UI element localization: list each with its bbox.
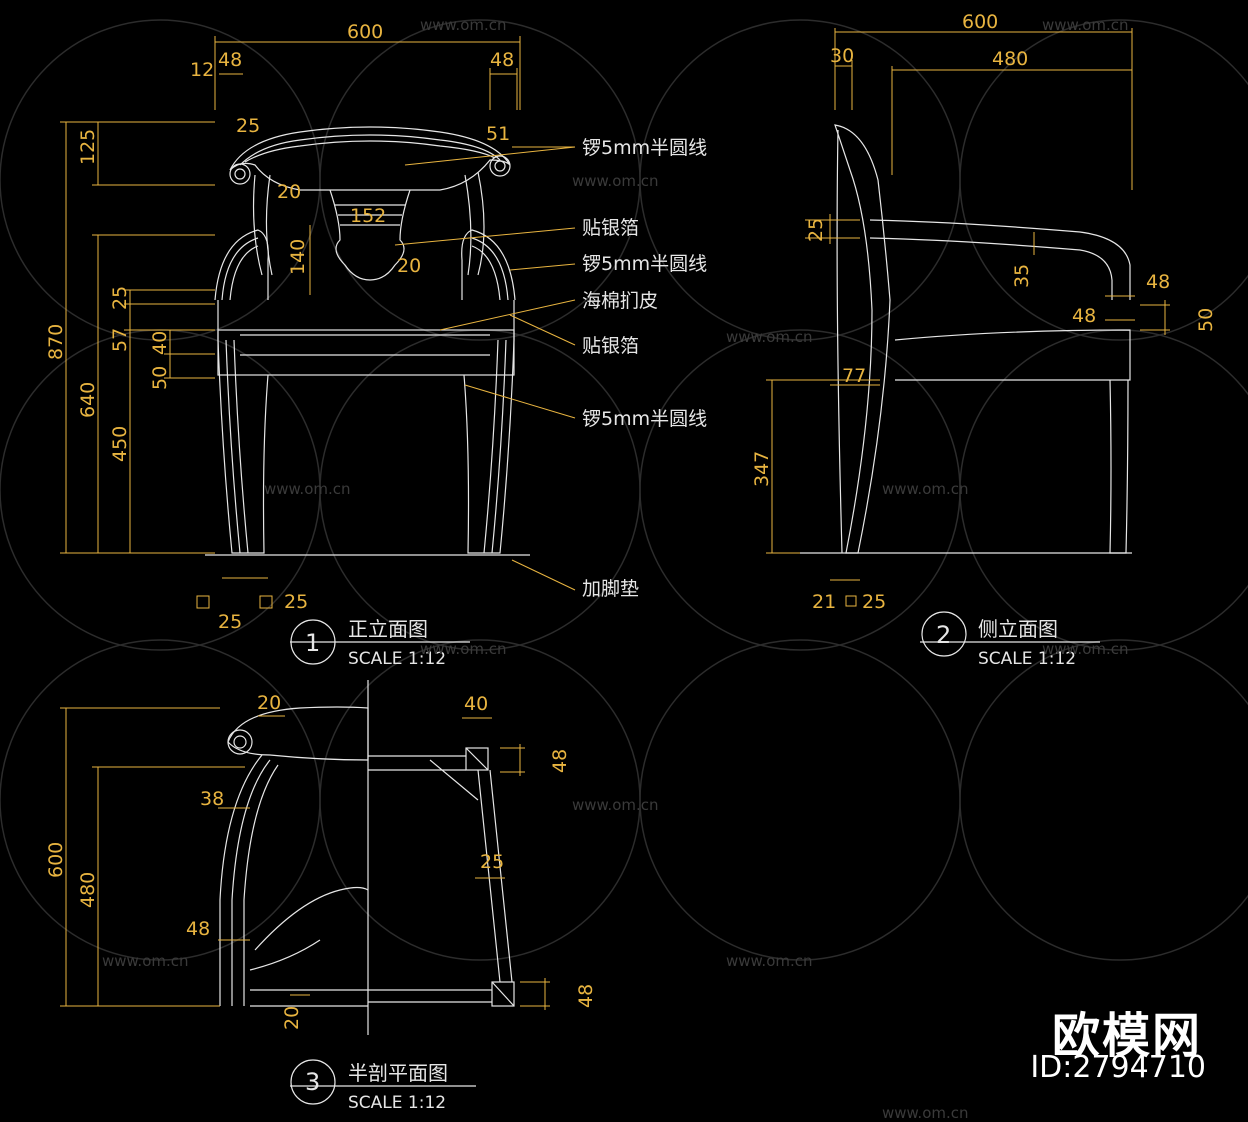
plan-dimension-labels: 20 40 48 38 25 600 480 48 20 48 xyxy=(45,692,597,1030)
front-elevation-dimensions xyxy=(60,36,576,609)
side-dim-50: 50 xyxy=(1195,308,1217,332)
side-dim-480: 480 xyxy=(992,48,1028,70)
side-dim-600: 600 xyxy=(962,11,998,33)
view-number-2: 2 xyxy=(936,621,951,649)
view-title-plan: 3 半剖平面图 SCALE 1:12 xyxy=(290,1059,476,1113)
view-number-1: 1 xyxy=(305,629,320,657)
front-dim-57: 57 xyxy=(109,328,131,352)
front-dim-20-splat: 20 xyxy=(397,255,421,277)
plan-dim-600: 600 xyxy=(45,842,67,878)
front-dim-25-arm: 25 xyxy=(109,286,131,310)
view-title-1: 正立面图 xyxy=(348,617,428,641)
site-watermark-12: www.om.cn xyxy=(882,1104,969,1122)
note-round-groove-2: 锣5mm半圆线 xyxy=(582,253,707,275)
side-dim-48-seat: 48 xyxy=(1072,305,1096,327)
note-round-groove-3: 锣5mm半圆线 xyxy=(582,408,707,430)
site-watermark-3: www.om.cn xyxy=(572,172,659,190)
view-number-3: 3 xyxy=(305,1068,320,1096)
front-dim-870: 870 xyxy=(45,324,67,360)
front-dim-140: 140 xyxy=(287,239,309,275)
front-elevation-linework xyxy=(205,126,530,556)
side-dim-30: 30 xyxy=(830,45,854,67)
plan-dim-25: 25 xyxy=(480,851,504,873)
front-dim-12: 12 xyxy=(190,59,214,81)
site-watermark-9: www.om.cn xyxy=(572,796,659,814)
site-watermark-5: www.om.cn xyxy=(264,480,351,498)
view-scale-3: SCALE 1:12 xyxy=(348,1093,446,1113)
front-dim-51: 51 xyxy=(486,123,510,145)
side-dim-35: 35 xyxy=(1011,264,1033,288)
side-dim-25: 25 xyxy=(862,591,886,613)
side-dim-25: 25 xyxy=(805,218,827,242)
plan-dim-38: 38 xyxy=(200,788,224,810)
side-elevation-dimensions xyxy=(766,28,1170,607)
site-watermark-10: www.om.cn xyxy=(102,952,189,970)
side-dim-77: 77 xyxy=(842,365,866,387)
note-silver-leaf-1: 贴银箔 xyxy=(582,217,639,239)
side-dim-21: 21 xyxy=(812,591,836,613)
plan-view-dimensions xyxy=(60,707,550,1010)
front-dim-125: 125 xyxy=(77,129,99,165)
front-dim-152: 152 xyxy=(350,205,386,227)
plan-dim-40: 40 xyxy=(464,693,488,715)
front-dim-450: 450 xyxy=(109,426,131,462)
front-dim-48-left: 48 xyxy=(218,49,242,71)
view-title-side: 2 侧立面图 SCALE 1:12 xyxy=(920,611,1100,669)
front-elevation-notes: 锣5mm半圆线 贴银箔 锣5mm半圆线 海棉扪皮 贴银箔 锣5mm半圆线 加脚垫 xyxy=(582,137,707,600)
note-sponge-leather: 海棉扪皮 xyxy=(582,290,658,312)
site-watermarks: www.om.cn www.om.cn www.om.cn www.om.cn … xyxy=(102,16,1129,1122)
plan-view-linework xyxy=(219,680,515,1035)
site-watermark-8: www.om.cn xyxy=(1042,640,1129,658)
front-dimension-labels: 600 12 48 48 25 51 125 20 152 20 140 870… xyxy=(45,21,514,633)
plan-dim-20-top: 20 xyxy=(257,692,281,714)
plan-dim-48-top: 48 xyxy=(549,749,571,773)
front-dim-48-right: 48 xyxy=(490,49,514,71)
note-foot-pad: 加脚垫 xyxy=(582,578,639,600)
side-elevation-linework xyxy=(800,124,1132,554)
side-dim-48-arm: 48 xyxy=(1146,271,1170,293)
view-scale-2: SCALE 1:12 xyxy=(978,649,1076,669)
front-dim-50: 50 xyxy=(149,366,171,390)
site-watermark-6: www.om.cn xyxy=(882,480,969,498)
note-round-groove-1: 锣5mm半圆线 xyxy=(582,137,707,159)
plan-dim-20-bottom: 20 xyxy=(281,1006,303,1030)
front-dim-25-foot-right: 25 xyxy=(284,591,308,613)
plan-dim-48-side: 48 xyxy=(186,918,210,940)
plan-dim-480: 480 xyxy=(77,872,99,908)
site-watermark-11: www.om.cn xyxy=(726,952,813,970)
watermark-pattern xyxy=(0,19,1248,961)
side-dimension-labels: 600 30 480 25 35 48 48 50 77 347 21 25 xyxy=(751,11,1217,613)
note-silver-leaf-2: 贴银箔 xyxy=(582,335,639,357)
site-watermark-1: www.om.cn xyxy=(420,16,507,34)
front-dim-40: 40 xyxy=(149,331,171,355)
watermark-brand: 欧模网 xyxy=(1052,1008,1203,1064)
view-title-2: 侧立面图 xyxy=(978,617,1058,641)
front-dim-25-top: 25 xyxy=(236,115,260,137)
view-title-3: 半剖平面图 xyxy=(348,1061,448,1085)
view-scale-1: SCALE 1:12 xyxy=(348,649,446,669)
site-watermark-2: www.om.cn xyxy=(1042,16,1129,34)
view-title-front: 1 正立面图 SCALE 1:12 xyxy=(290,617,470,669)
site-watermark-7: www.om.cn xyxy=(420,640,507,658)
front-dim-20-post: 20 xyxy=(277,181,301,203)
plan-dim-48-bottom: 48 xyxy=(575,984,597,1008)
front-dim-640: 640 xyxy=(77,382,99,418)
side-dim-347: 347 xyxy=(751,451,773,487)
front-dim-25-foot-left: 25 xyxy=(218,611,242,633)
site-watermark-4: www.om.cn xyxy=(726,328,813,346)
watermark-id: ID:2794710 xyxy=(1030,1050,1206,1085)
front-dim-600: 600 xyxy=(347,21,383,43)
